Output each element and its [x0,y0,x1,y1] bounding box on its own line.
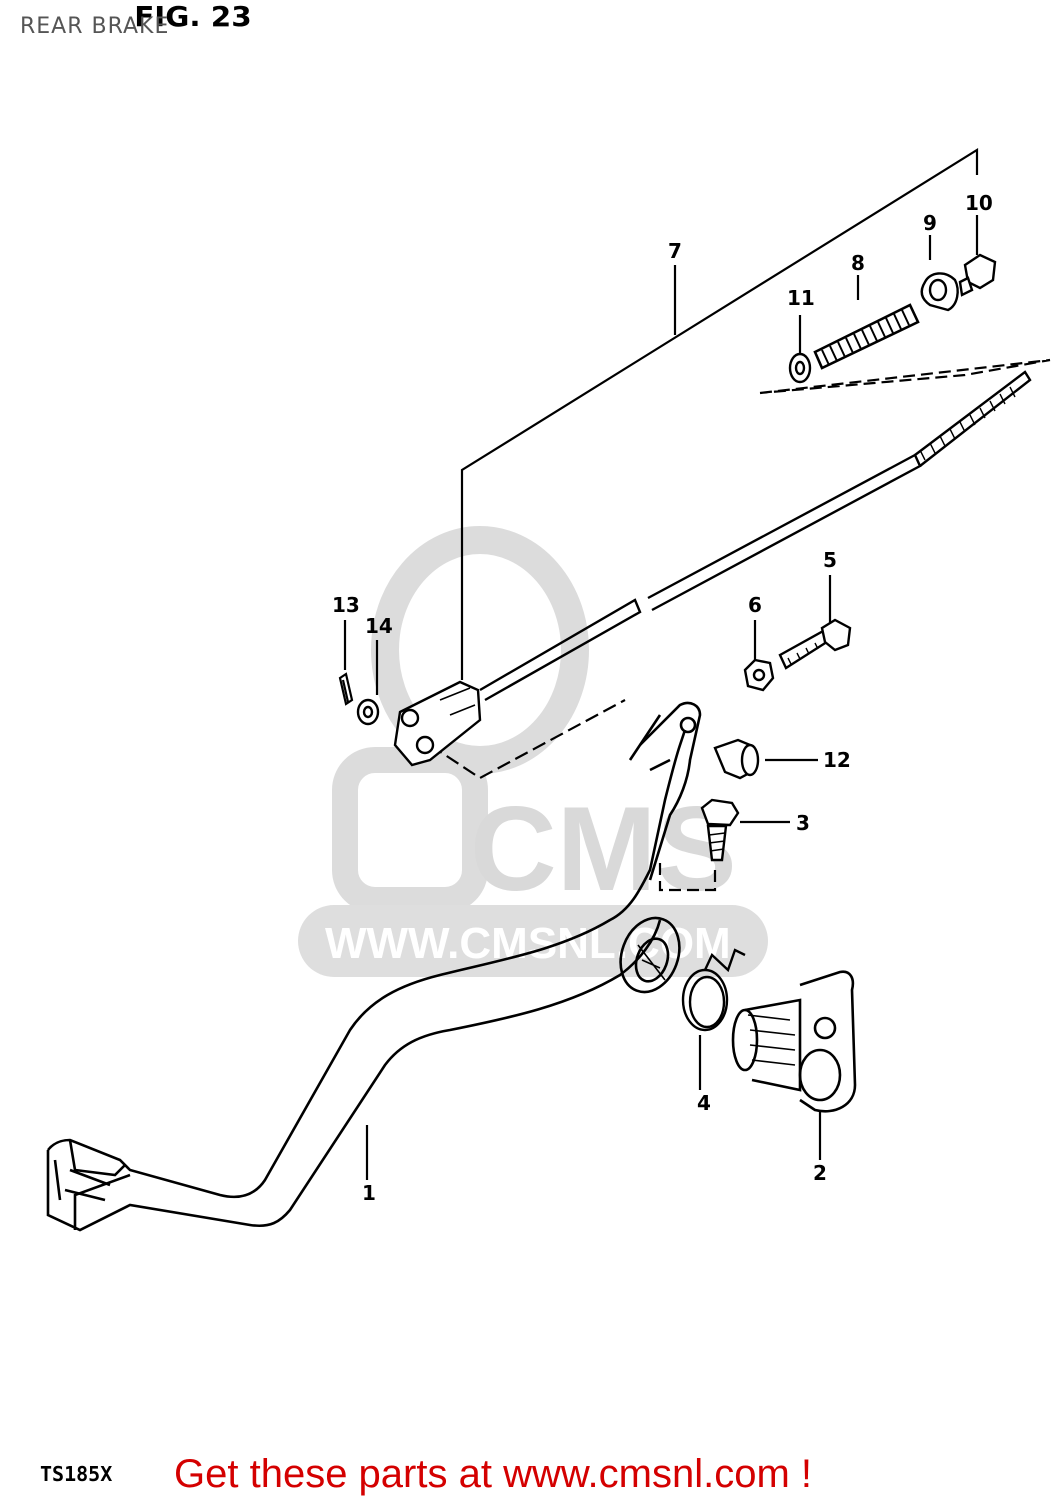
callout-4: 4 [697,1091,711,1115]
leader-lines [343,148,1051,1180]
watermark-brand: CMS [470,782,737,916]
callout-2: 2 [813,1161,827,1185]
callout-3: 3 [796,811,810,835]
callout-11: 11 [787,286,815,310]
part-bolt-5 [778,618,852,670]
callout-labels: 1 2 3 4 5 6 7 8 9 10 11 12 13 14 [332,191,993,1205]
part-washer-11 [788,352,812,384]
watermark: CMS WWW.CMSNL.COM [298,526,768,977]
part-adjusting-nut [958,253,997,297]
callout-6: 6 [748,593,762,617]
part-brake-pedal [46,701,702,1232]
part-pin [713,738,760,780]
part-rod-joint [393,680,482,767]
callout-8: 8 [851,251,865,275]
callout-14: 14 [365,614,393,638]
cta-link[interactable]: Get these parts at www.cmsnl.com ! [174,1452,812,1496]
part-bolt-3 [700,798,740,862]
part-nut [743,658,775,692]
callout-1: 1 [362,1181,376,1205]
callout-10: 10 [965,191,993,215]
model-code: TS185X [40,1462,113,1486]
callout-7: 7 [668,239,682,263]
page-title: REAR BRAKE [20,14,170,39]
callout-5: 5 [823,548,837,572]
part-cam-lever [731,970,857,1113]
part-adjuster-spring [813,303,920,370]
watermark-url: WWW.CMSNL.COM [325,919,731,968]
part-cotter-pin [338,672,354,706]
watermark-rider-body [332,747,488,913]
part-joint [920,272,959,312]
part-washer-14 [356,698,380,726]
watermark-url-pill [298,905,768,977]
callout-12: 12 [823,748,851,772]
callout-9: 9 [923,211,937,235]
figure-number: FIG. 23 [134,0,252,33]
callout-13: 13 [332,593,360,617]
part-brake-rod [479,370,1032,702]
part-return-spring [681,948,746,1032]
